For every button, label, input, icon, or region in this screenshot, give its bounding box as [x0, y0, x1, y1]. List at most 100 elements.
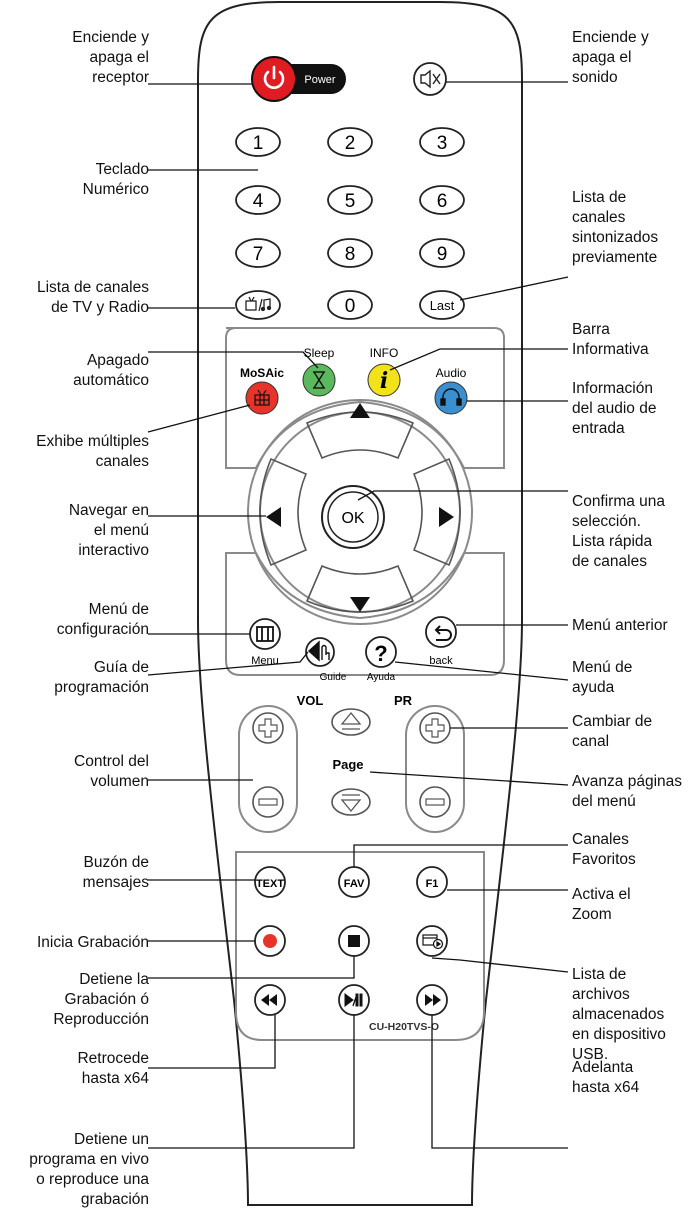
digit-label: 8 [345, 244, 356, 265]
record-button[interactable] [254, 925, 286, 957]
pr-rocker-panel [405, 705, 465, 833]
label-mosaic: Exhibe múltiples canales [36, 433, 149, 470]
record-icon [263, 934, 277, 948]
minus-icon [258, 798, 278, 806]
pr-down-button[interactable] [419, 786, 451, 818]
last-button-label: Last [430, 298, 455, 313]
f1-button[interactable]: F1 [416, 866, 448, 898]
digit-9-button[interactable]: 9 [419, 238, 465, 268]
stop-button[interactable] [338, 925, 370, 957]
tv-radio-button[interactable] [235, 290, 281, 320]
pr-up-button[interactable] [419, 712, 451, 744]
label-help: Menú de ayuda [572, 659, 633, 696]
minus-icon [425, 798, 445, 806]
digit-8-button[interactable]: 8 [327, 238, 373, 268]
fast-forward-icon [425, 994, 441, 1006]
label-stop: Detiene la Grabación ó Reproducción [53, 971, 149, 1028]
tv-radio-icon [245, 296, 272, 312]
label-usb: Lista de archivos almacenados en disposi… [572, 966, 666, 1063]
leader-line [353, 844, 568, 867]
back-button[interactable]: back [425, 616, 457, 667]
fav-button[interactable]: FAV [338, 866, 370, 898]
rewind-button[interactable] [254, 984, 286, 1016]
label-menu: Menú de configuración [56, 601, 149, 638]
back-arrow-icon [434, 625, 452, 641]
leader-line [369, 771, 569, 786]
audio-label: Audio [436, 366, 467, 380]
info-button[interactable]: i [367, 363, 401, 397]
rewind-icon [261, 994, 277, 1006]
label-nav: Navegar en el menú interactivo [68, 502, 149, 559]
usb-files-button[interactable] [416, 925, 448, 957]
nav-up-button[interactable] [350, 403, 370, 418]
digit-label: 4 [253, 191, 264, 212]
guide-button[interactable]: Guide [305, 637, 347, 683]
ok-button[interactable]: OK [321, 485, 385, 549]
label-record: Inicia Grabación [36, 934, 149, 951]
vol-down-button[interactable] [252, 786, 284, 818]
label-page: Avanza páginas del menú [572, 773, 683, 810]
ok-button-label: OK [341, 510, 364, 527]
forward-button[interactable] [416, 984, 448, 1016]
label-forward: Adelanta hasta x64 [572, 1059, 640, 1096]
film-play-icon [422, 934, 444, 950]
last-button[interactable]: Last [419, 290, 465, 320]
play-pause-icon [344, 993, 363, 1007]
hourglass-icon [313, 371, 325, 389]
label-power: Enciende y apaga el receptor [72, 29, 149, 86]
label-sleep: Apagado automático [73, 352, 149, 389]
digit-2-button[interactable]: 2 [327, 127, 373, 157]
text-button-label: TEXT [256, 878, 284, 890]
double-chevron-down-icon [340, 794, 362, 813]
page-up-button[interactable] [331, 708, 371, 736]
mosaic-icon [254, 389, 270, 406]
digit-5-button[interactable]: 5 [327, 185, 373, 215]
mosaic-button[interactable] [245, 381, 279, 415]
leader-line [147, 651, 309, 676]
sleep-button[interactable] [302, 363, 336, 397]
nav-down-button[interactable] [350, 597, 370, 612]
page-down-button[interactable] [331, 788, 371, 816]
stop-icon [348, 935, 360, 947]
mute-button[interactable] [413, 62, 447, 96]
play-pause-button[interactable] [338, 984, 370, 1016]
label-text: Buzón de mensajes [82, 854, 149, 891]
fav-button-label: FAV [344, 878, 365, 890]
color-keys-panel [225, 327, 505, 469]
leader-line [394, 661, 569, 681]
label-rewind: Retrocede hasta x64 [77, 1050, 149, 1087]
menu-button[interactable]: Menu [249, 618, 281, 667]
label-ok: Confirma una selección. Lista rápida de … [572, 493, 666, 570]
digit-3-button[interactable]: 3 [419, 127, 465, 157]
leader-line [389, 348, 568, 371]
digit-label: 5 [345, 191, 356, 212]
digit-label: 6 [437, 191, 448, 212]
vol-up-button[interactable] [252, 712, 284, 744]
sleep-label: Sleep [304, 346, 335, 360]
numeric-keypad: 1 2 3 4 5 6 7 8 9 0 [235, 127, 465, 320]
digit-6-button[interactable]: 6 [419, 185, 465, 215]
plus-icon [258, 718, 278, 738]
digit-1-button[interactable]: 1 [235, 127, 281, 157]
text-button[interactable]: TEXT [254, 866, 286, 898]
digit-0-button[interactable]: 0 [327, 290, 373, 320]
digit-label: 7 [253, 244, 264, 265]
audio-button[interactable] [434, 381, 468, 415]
f1-button-label: F1 [426, 878, 439, 890]
digit-4-button[interactable]: 4 [235, 185, 281, 215]
nav-segments [259, 411, 461, 613]
digit-7-button[interactable]: 7 [235, 238, 281, 268]
playback-keys-panel [235, 851, 485, 1041]
nav-right-button[interactable] [439, 507, 454, 527]
nav-left-button[interactable] [266, 507, 281, 527]
label-zoom: Activa el Zoom [572, 886, 631, 923]
label-keypad: Teclado Numérico [82, 161, 149, 198]
power-button[interactable]: Power [251, 56, 346, 102]
model-number: CU-H20TVS-O [369, 1021, 439, 1033]
info-icon: i [380, 368, 388, 394]
help-button[interactable]: ? Ayuda [365, 636, 397, 683]
digit-label: 1 [253, 133, 264, 154]
info-label: INFO [370, 346, 399, 360]
leader-line [459, 276, 569, 301]
headphones-icon [440, 388, 462, 406]
